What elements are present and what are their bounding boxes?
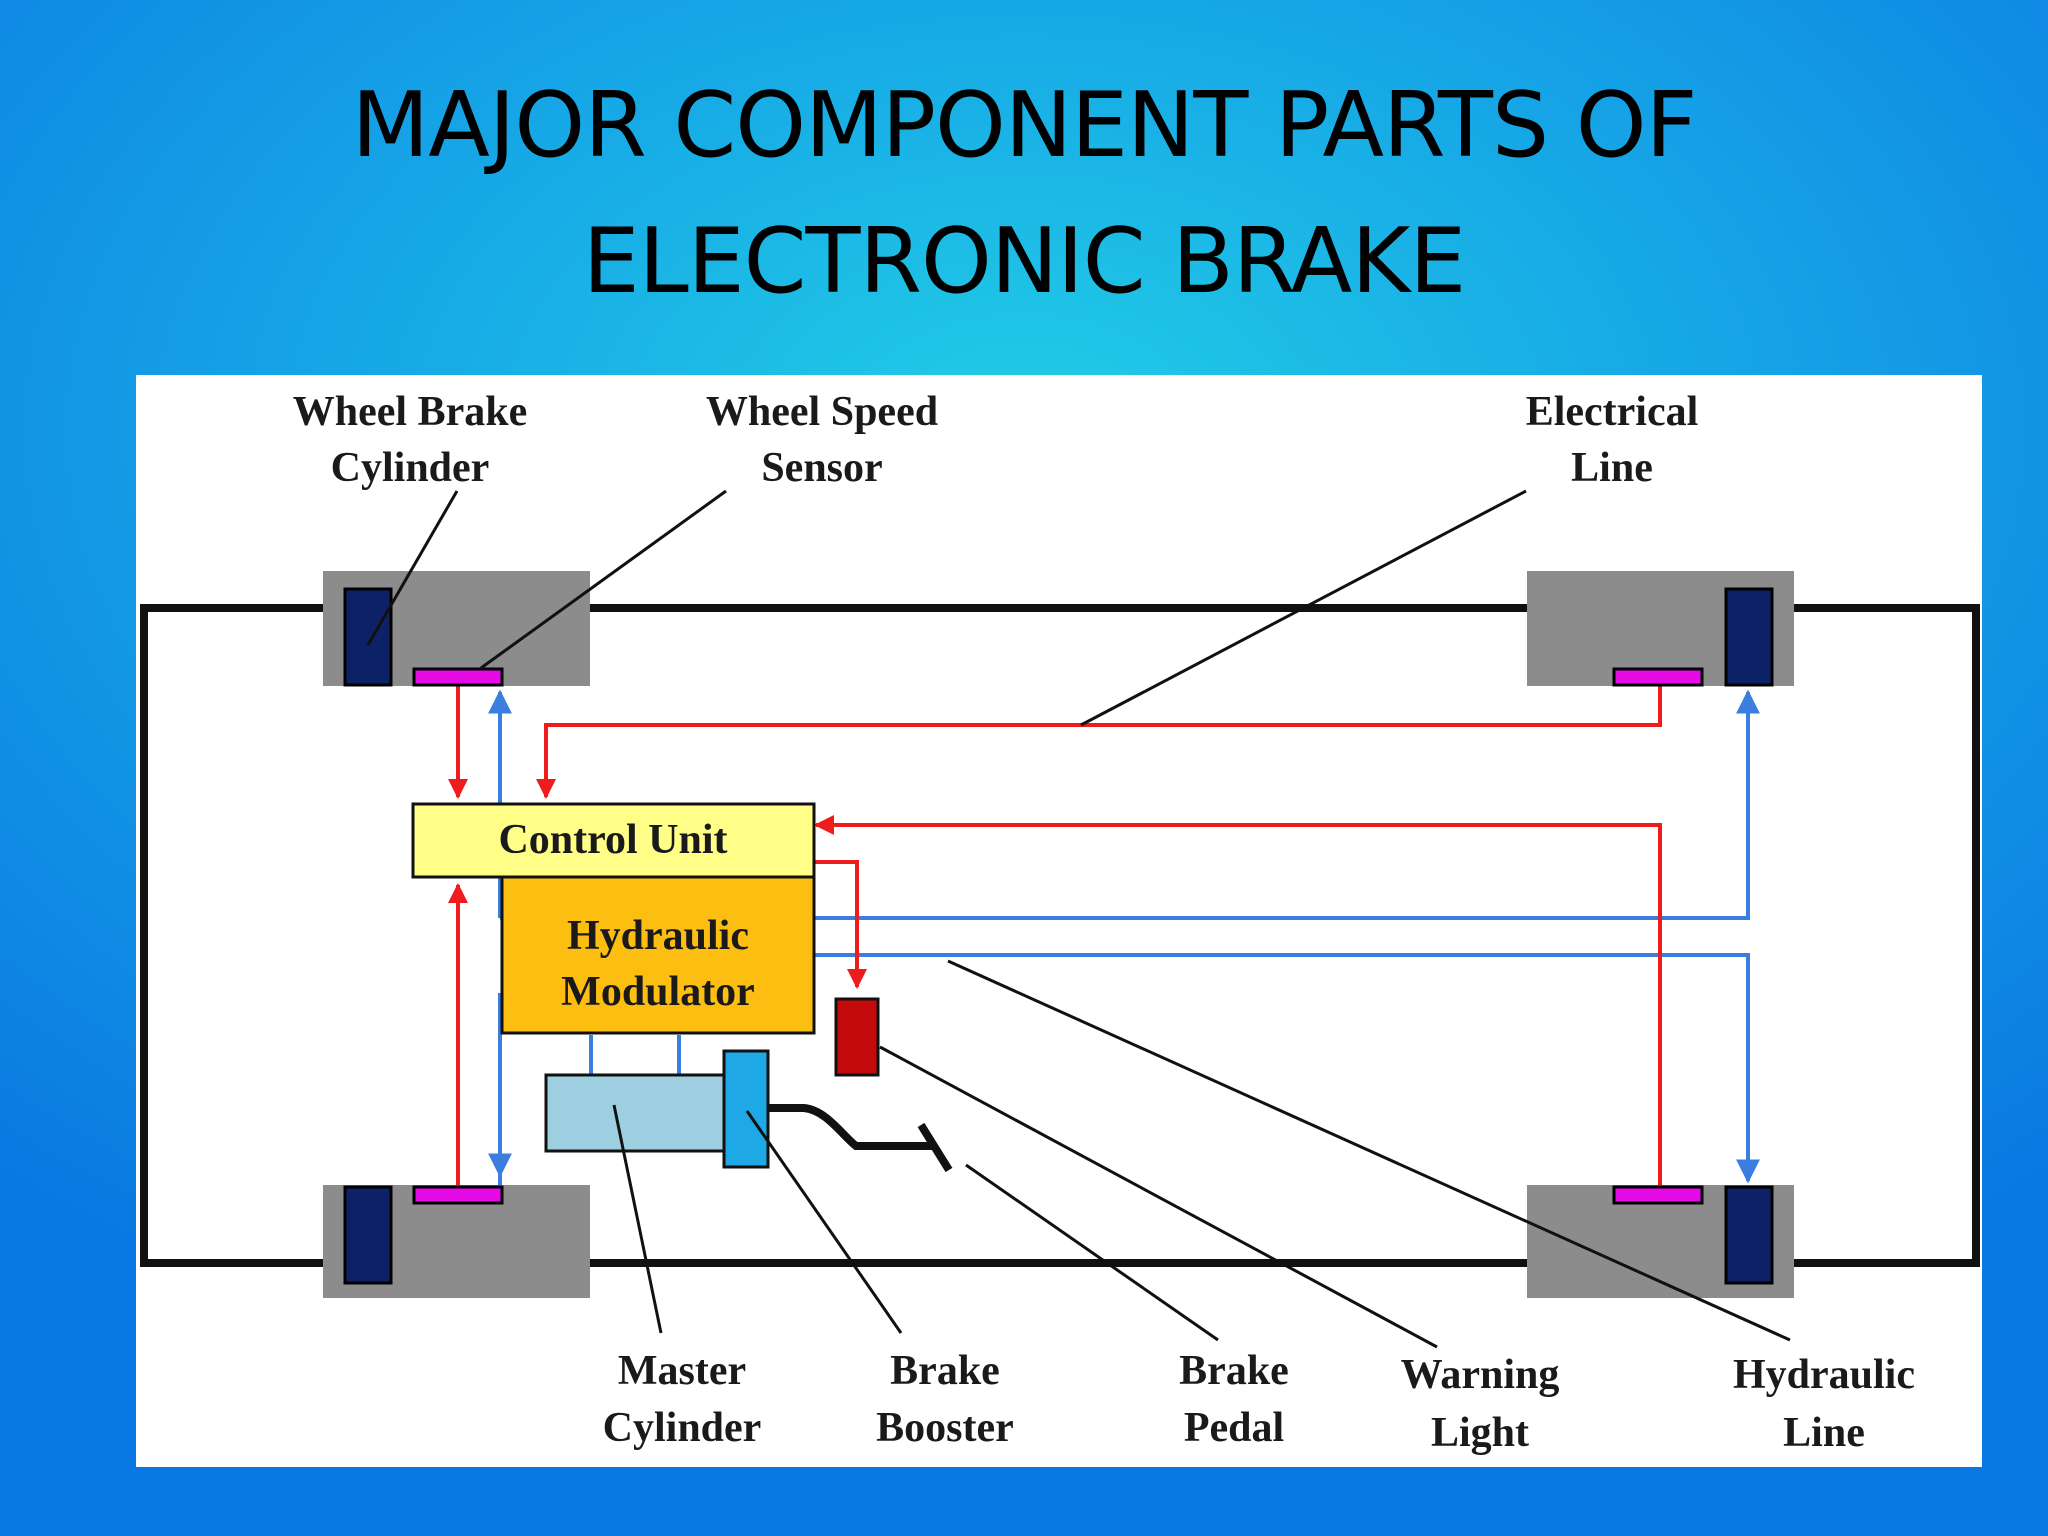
wheel-front-right: [1527, 571, 1794, 687]
vehicle-frame: [140, 604, 1980, 1267]
label-hydraulic-line-1: Hydraulic: [1733, 1352, 1915, 1398]
title-line-1: MAJOR COMPONENT PARTS OF: [351, 73, 1698, 178]
leader-master-cylinder: [612, 1104, 663, 1334]
label-electrical-line-1: Electrical: [1526, 389, 1699, 435]
electrical-lines: [448, 683, 1662, 1195]
wheel-speed-sensor: [1612, 667, 1704, 687]
label-wheel-brake-cylinder-1: Wheel Brake: [293, 389, 527, 435]
wheel-speed-sensor: [412, 1185, 504, 1205]
leader-electrical-line: [1080, 489, 1527, 727]
label-brake-booster-2: Booster: [876, 1405, 1014, 1451]
warning-light: [834, 997, 880, 1077]
label-brake-booster-1: Brake: [890, 1348, 1000, 1394]
wheel-front-left: [323, 571, 590, 687]
brake-system-diagram: Hydraulic Modulator Control Unit Wheel B…: [136, 375, 1982, 1467]
master-cylinder: [544, 1073, 733, 1153]
label-wheel-speed-sensor-1: Wheel Speed: [706, 389, 938, 435]
label-brake-pedal-1: Brake: [1179, 1348, 1289, 1394]
label-master-cylinder-1: Master: [618, 1348, 746, 1394]
control-unit-label: Control Unit: [498, 817, 727, 863]
control-unit: [411, 802, 816, 879]
wheel-brake-cylinder: [343, 587, 393, 687]
title-line-2: ELECTRONIC BRAKE: [582, 209, 1466, 314]
wheel-brake-cylinder: [343, 1185, 393, 1285]
leader-wheel-speed-sensor: [480, 489, 727, 670]
brake-booster: [722, 1049, 770, 1169]
electrical-line-warning-light: [814, 860, 867, 989]
label-electrical-line-2: Line: [1571, 445, 1653, 491]
brake-pedal: [768, 1104, 953, 1173]
wheel-speed-sensor: [412, 667, 504, 687]
leader-warning-light: [879, 1045, 1438, 1349]
label-hydraulic-line-2: Line: [1783, 1410, 1865, 1456]
slide-title: MAJOR COMPONENT PARTS OF ELECTRONIC BRAK…: [0, 58, 2048, 330]
electrical-line-front-right-sensor: [536, 683, 1662, 799]
label-warning-light-1: Warning: [1401, 1352, 1560, 1398]
wheel-rear-left: [323, 1185, 590, 1298]
label-brake-pedal-2: Pedal: [1184, 1405, 1284, 1451]
hydraulic-line-rear-right: [748, 953, 1760, 1184]
label-wheel-speed-sensor-2: Sensor: [761, 445, 882, 491]
leader-wheel-brake-cylinder: [366, 490, 459, 646]
label-master-cylinder-2: Cylinder: [603, 1405, 762, 1451]
leader-hydraulic-line: [947, 959, 1791, 1342]
label-warning-light-2: Light: [1431, 1410, 1529, 1456]
leader-brake-booster: [745, 1110, 903, 1334]
leader-brake-pedal: [965, 1163, 1219, 1342]
wheel-rear-right: [1527, 1185, 1794, 1298]
hydraulic-modulator-label-2: Modulator: [561, 969, 755, 1015]
leader-lines: [366, 489, 1791, 1349]
hydraulic-line-front-right: [500, 689, 1760, 920]
label-wheel-brake-cylinder-2: Cylinder: [331, 445, 490, 491]
wheel-brake-cylinder: [1724, 587, 1774, 687]
hydraulic-modulator: [500, 875, 816, 1035]
wheel-speed-sensor: [1612, 1185, 1704, 1205]
diagram-canvas: Hydraulic Modulator Control Unit Wheel B…: [140, 389, 1980, 1456]
wheel-brake-cylinder: [1724, 1185, 1774, 1285]
electrical-line-rear-right-sensor: [814, 815, 1662, 1195]
hydraulic-modulator-label-1: Hydraulic: [567, 913, 749, 959]
